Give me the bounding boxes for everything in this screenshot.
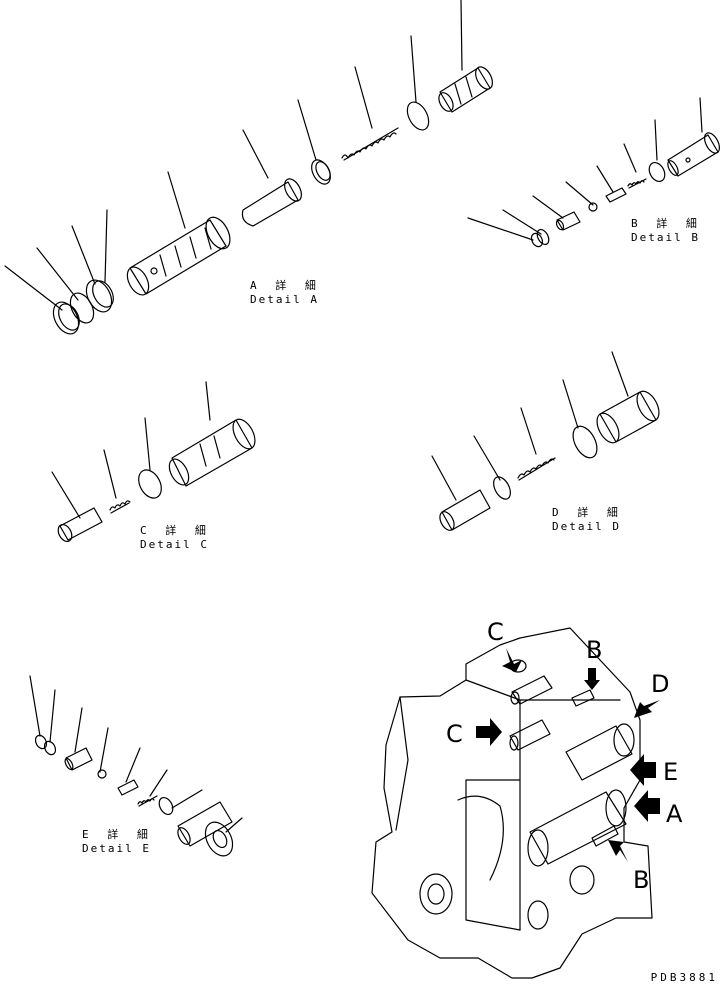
- callout-b-bottom: B: [633, 866, 650, 894]
- callout-c-mid: C: [446, 720, 463, 748]
- detail-d-label: D 詳 細 Detail D: [552, 506, 624, 534]
- detail-c-label: C 詳 細 Detail C: [140, 524, 212, 552]
- detail-a-subtitle: Detail A: [250, 293, 319, 306]
- detail-a-label: A 詳 細 Detail A: [250, 279, 322, 307]
- callout-e: E: [663, 758, 679, 786]
- detail-e-parts: [29, 675, 243, 857]
- control-valve-assembly: [371, 627, 660, 979]
- callout-d: D: [651, 670, 670, 698]
- detail-d-title: D 詳 細: [552, 506, 624, 519]
- callout-b-top: B: [586, 636, 603, 664]
- detail-b-label: B 詳 細 Detail B: [631, 217, 703, 245]
- detail-b-subtitle: Detail B: [631, 231, 700, 244]
- detail-e-title: E 詳 細: [82, 828, 154, 841]
- drawing-code: PDB3881: [650, 971, 718, 984]
- detail-b-title: B 詳 細: [631, 217, 703, 230]
- detail-c-parts: [51, 381, 256, 543]
- callout-c-top: C: [487, 618, 504, 646]
- detail-a-parts: [4, 0, 493, 335]
- detail-d-parts: [431, 351, 660, 531]
- detail-d-subtitle: Detail D: [552, 520, 621, 533]
- detail-e-label: E 詳 細 Detail E: [82, 828, 154, 856]
- callout-a: A: [666, 800, 683, 828]
- detail-e-subtitle: Detail E: [82, 842, 151, 855]
- detail-c-subtitle: Detail C: [140, 538, 209, 551]
- detail-c-title: C 詳 細: [140, 524, 212, 537]
- detail-a-title: A 詳 細: [250, 279, 322, 292]
- detail-b-parts: [467, 97, 720, 248]
